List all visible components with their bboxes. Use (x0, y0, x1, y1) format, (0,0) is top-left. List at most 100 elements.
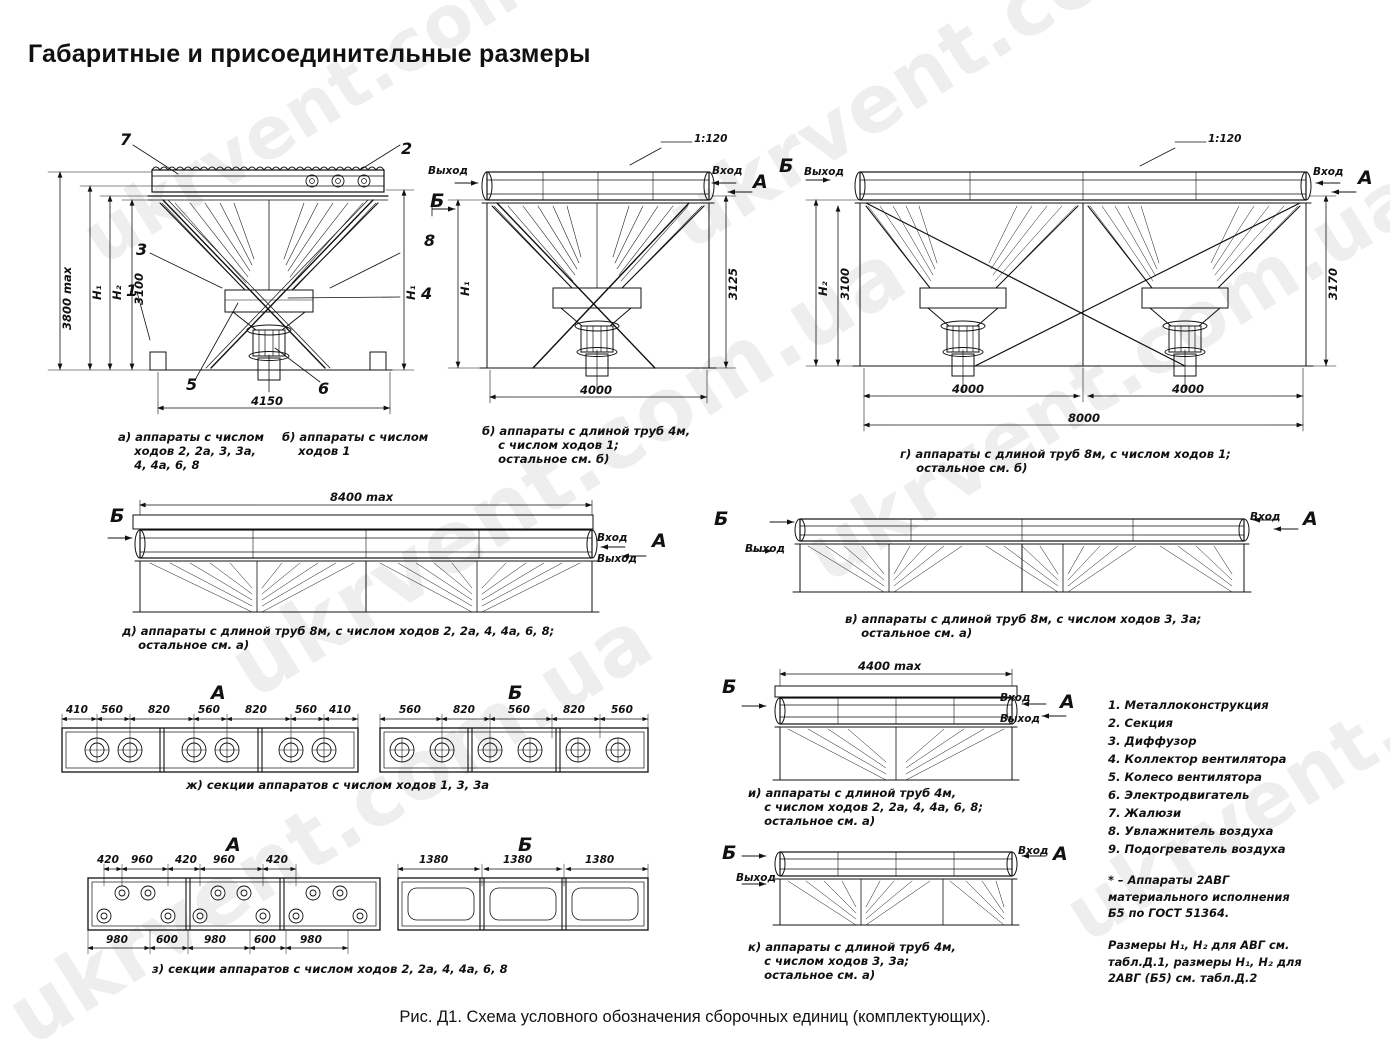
legend-item-5: 5. Колесо вентилятора (1108, 770, 1262, 784)
dimension-8000: 8000 (1068, 411, 1101, 425)
callout-6: 6 (318, 379, 330, 398)
section-marker-b-g: Б (779, 155, 794, 177)
section-marker-b-i: Б (722, 676, 737, 698)
section-zh-view-a (61, 713, 359, 773)
dim-560-b1: 560 (399, 704, 421, 716)
section-zh-view-b (379, 713, 649, 773)
dimension-3800-max: 3800 max (60, 266, 74, 330)
section-marker-a-d: А (652, 530, 667, 552)
dimension-3170: 3170 (1326, 267, 1340, 300)
dim-820-a2: 820 (245, 704, 267, 716)
section2-view-letter-a: А (226, 834, 241, 856)
marker-vyhod-i: Выход (1000, 713, 1040, 725)
callout-4: 4 (421, 284, 433, 303)
dim-420-2: 420 (175, 854, 197, 866)
section-z-view-a (87, 863, 381, 955)
figure-caption: Рис. Д1. Схема условного обозначения сбо… (399, 1008, 991, 1026)
section2-view-letter-b: Б (518, 834, 533, 856)
diagram-v-geometry (747, 517, 1299, 593)
legend-item-7: 7. Жалюзи (1108, 806, 1182, 820)
section-marker-a-k: А (1053, 843, 1068, 865)
caption-k-4m: к) аппараты с длиной труб 4м, с числом х… (748, 940, 956, 983)
legend-note-sizes: Размеры Н₁, Н₂ для АВГ см. табл.Д.1, раз… (1108, 938, 1302, 986)
marker-vhod-g: Вход (1313, 166, 1344, 178)
legend-item-6: 6. Электродвигатель (1108, 788, 1250, 802)
callout-2: 2 (401, 139, 413, 158)
dim-420-3: 420 (266, 854, 288, 866)
dim-820-b1: 820 (453, 704, 475, 716)
dim-960-2: 960 (213, 854, 235, 866)
section-marker-b-d: Б (110, 505, 125, 527)
dim-560-b3: 560 (611, 704, 633, 716)
diagram-g-geometry (805, 141, 1357, 432)
dimension-h2-left: H₂ (110, 285, 124, 300)
section-z-view-b (397, 863, 649, 931)
dimension-8400-max: 8400 max (330, 490, 394, 504)
marker-vyhod-g: Выход (804, 166, 844, 178)
marker-1to120-left: 1:120 (694, 133, 728, 145)
dimension-h1-v: H₁ (458, 281, 472, 296)
dim-560-a1: 560 (101, 704, 123, 716)
dimension-4000-g-right: 4000 (1172, 382, 1205, 396)
dim-960-1: 960 (131, 854, 153, 866)
legend-item-4: 4. Коллектор вентилятора (1108, 752, 1287, 766)
section-marker-a-i: А (1060, 691, 1075, 713)
diagram-b-geometry (431, 141, 753, 404)
dim-820-b2: 820 (563, 704, 585, 716)
section-marker-a-g: А (1358, 167, 1373, 189)
dim-980-2: 980 (204, 934, 226, 946)
dim-1380-2: 1380 (503, 854, 533, 866)
callout-7: 7 (120, 130, 132, 149)
dimension-4400-max: 4400 max (858, 659, 922, 673)
caption-v-8m: в) аппараты с длиной труб 8м, с числом х… (845, 612, 1202, 641)
caption-section-z: з) секции аппаратов с числом ходов 2, 2а… (152, 962, 508, 976)
diagram-k-geometry (741, 851, 1047, 926)
diagram-i-geometry (741, 668, 1067, 781)
dimension-3100-g: 3100 (838, 267, 852, 300)
caption-a: а) аппараты с числом ходов 2, 2а, 3, 3а,… (118, 430, 264, 473)
dim-420-1: 420 (97, 854, 119, 866)
marker-vyhod-v: Выход (428, 165, 468, 177)
legend-note-star: * – Аппараты 2АВГ материального исполнен… (1108, 873, 1290, 921)
legend-item-8: 8. Увлажнитель воздуха (1108, 824, 1274, 838)
caption-section-zh: ж) секции аппаратов с числом ходов 1, 3,… (186, 778, 490, 792)
section-marker-b-v8: Б (714, 508, 729, 530)
page-title: Габаритные и присоединительные размеры (28, 40, 591, 68)
dim-980-1: 980 (106, 934, 128, 946)
section-view-letter-a: А (211, 682, 226, 704)
section-marker-a-v8: А (1303, 508, 1318, 530)
dim-820-a1: 820 (148, 704, 170, 716)
diagram-d-geometry (107, 499, 647, 613)
marker-vyhod-k: Выход (736, 872, 776, 884)
diagram-a-geometry (47, 144, 415, 415)
caption-i-4m: и) аппараты с длиной труб 4м, с числом х… (748, 786, 984, 829)
dimension-4000-g-left: 4000 (952, 382, 985, 396)
marker-1to120-right: 1:120 (1208, 133, 1242, 145)
section-marker-b-k: Б (722, 842, 737, 864)
marker-vhod-k: Вход (1018, 845, 1049, 857)
section-view-letter-b: Б (508, 682, 523, 704)
dimension-h2-g: H₂ (816, 281, 830, 296)
dim-560-a3: 560 (295, 704, 317, 716)
marker-vhod-i: Вход (1000, 692, 1031, 704)
legend-item-1: 1. Металлоконструкция (1108, 698, 1269, 712)
dimension-h1-right: H₁ (404, 285, 418, 300)
dim-1380-1: 1380 (419, 854, 449, 866)
dimension-4150: 4150 (251, 394, 284, 408)
legend-item-2: 2. Секция (1108, 716, 1173, 730)
dim-600-1: 600 (156, 934, 178, 946)
caption-d-8m: д) аппараты с длиной труб 8м, с числом х… (122, 624, 555, 653)
dim-600-2: 600 (254, 934, 276, 946)
marker-vyhod-v8: Выход (745, 543, 785, 555)
dimension-h1-left: H₁ (90, 285, 104, 300)
legend-item-3: 3. Диффузор (1108, 734, 1197, 748)
callout-3: 3 (136, 240, 148, 259)
callout-5: 5 (186, 375, 198, 394)
caption-g-8m: г) аппараты с длиной труб 8м, с числом х… (900, 447, 1231, 476)
caption-b: б) аппараты с числом ходов 1 (282, 430, 429, 459)
dimension-4000-v: 4000 (580, 383, 613, 397)
dim-560-a2: 560 (198, 704, 220, 716)
dim-980-3: 980 (300, 934, 322, 946)
section-marker-b-v: Б (430, 190, 445, 212)
